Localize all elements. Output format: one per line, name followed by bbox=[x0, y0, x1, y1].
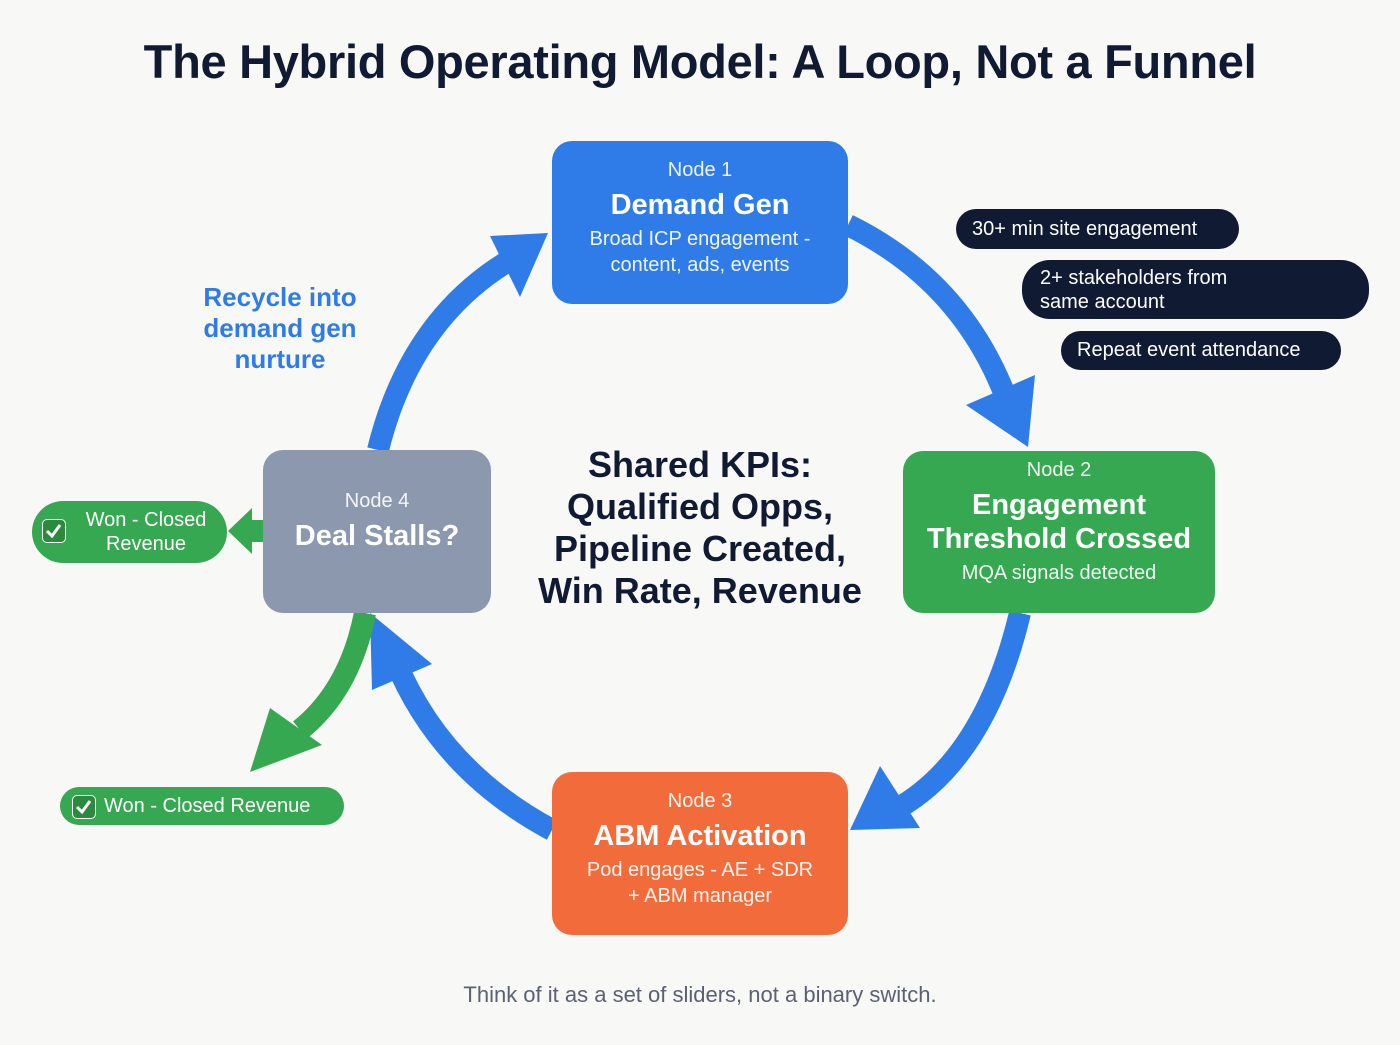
arrowhead-engagement-to-abm bbox=[850, 766, 920, 830]
kpi-line: Pipeline Created, bbox=[553, 528, 847, 569]
node-engagement-threshold: Node 2 Engagement Threshold Crossed MQA … bbox=[903, 451, 1215, 613]
signal-pill: Repeat event attendance bbox=[1061, 331, 1341, 370]
check-icon bbox=[42, 519, 66, 543]
node-name: ABM Activation bbox=[593, 820, 807, 852]
node-desc-line: + ABM manager bbox=[628, 885, 772, 907]
kpi-line: Win Rate, Revenue bbox=[538, 570, 862, 611]
node-name: Demand Gen bbox=[610, 189, 790, 221]
recycle-label: Recycle into demand gen nurture bbox=[170, 282, 390, 375]
signal-line: same account bbox=[1040, 291, 1165, 313]
won-bottom-label: Won - Closed Revenue bbox=[104, 795, 311, 817]
arrow-stalls-to-won-bottom bbox=[292, 610, 376, 739]
arrow-stalls-to-won-side bbox=[250, 520, 264, 542]
arrowhead-stalls-to-won-side bbox=[228, 508, 252, 554]
diagram-title: The Hybrid Operating Model: A Loop, Not … bbox=[143, 35, 1257, 88]
node-number: Node 1 bbox=[667, 159, 733, 181]
node-name-line: Threshold Crossed bbox=[926, 523, 1192, 555]
recycle-line: nurture bbox=[234, 344, 326, 374]
arrow-engagement-to-abm bbox=[889, 610, 1031, 820]
node-desc: MQA signals detected bbox=[961, 562, 1157, 584]
won-bottom-pill: Won - Closed Revenue bbox=[60, 787, 344, 825]
footer-caption: Think of it as a set of sliders, not a b… bbox=[463, 982, 937, 1007]
signal-pill: 30+ min site engagement bbox=[956, 209, 1239, 249]
node-number: Node 4 bbox=[344, 490, 410, 512]
node-desc-line: Broad ICP engagement - bbox=[589, 228, 811, 250]
node-number: Node 3 bbox=[667, 790, 733, 812]
recycle-line: demand gen bbox=[203, 313, 357, 343]
node-number: Node 2 bbox=[1026, 459, 1092, 481]
node-demand-gen: Node 1 Demand Gen Broad ICP engagement -… bbox=[552, 141, 848, 304]
won-side-line: Won - Closed bbox=[85, 509, 207, 531]
recycle-line: Recycle into bbox=[203, 282, 357, 312]
node-desc-line: content, ads, events bbox=[610, 254, 790, 276]
node-name-line: Engagement bbox=[971, 489, 1147, 521]
won-side-pill: Won - Closed Revenue bbox=[32, 501, 227, 563]
arrow-demand-to-engagement bbox=[843, 215, 1016, 400]
node-abm-activation: Node 3 ABM Activation Pod engages - AE +… bbox=[552, 772, 848, 935]
arrowhead-stalls-to-won-bottom bbox=[250, 708, 322, 772]
node-deal-stalls: Node 4 Deal Stalls? bbox=[263, 450, 491, 613]
shared-kpis: Shared KPIs: Qualified Opps, Pipeline Cr… bbox=[500, 444, 900, 612]
arrowhead-demand-to-engagement bbox=[966, 375, 1035, 447]
kpi-line: Shared KPIs: bbox=[587, 444, 813, 485]
arrow-stalls-to-demand bbox=[367, 250, 516, 453]
arrowhead-stalls-to-demand bbox=[490, 233, 548, 297]
won-side-line: Revenue bbox=[105, 533, 187, 555]
node-desc-line: Pod engages - AE + SDR bbox=[586, 859, 814, 881]
arrowhead-abm-to-stalls bbox=[370, 613, 432, 690]
arrow-abm-to-stalls bbox=[384, 655, 558, 840]
signal-pill: 2+ stakeholders from same account bbox=[1022, 260, 1369, 319]
kpi-line: Qualified Opps, bbox=[566, 486, 834, 527]
check-icon bbox=[72, 795, 96, 819]
signal-line: 2+ stakeholders from bbox=[1040, 267, 1228, 289]
node-name: Deal Stalls? bbox=[294, 520, 460, 552]
